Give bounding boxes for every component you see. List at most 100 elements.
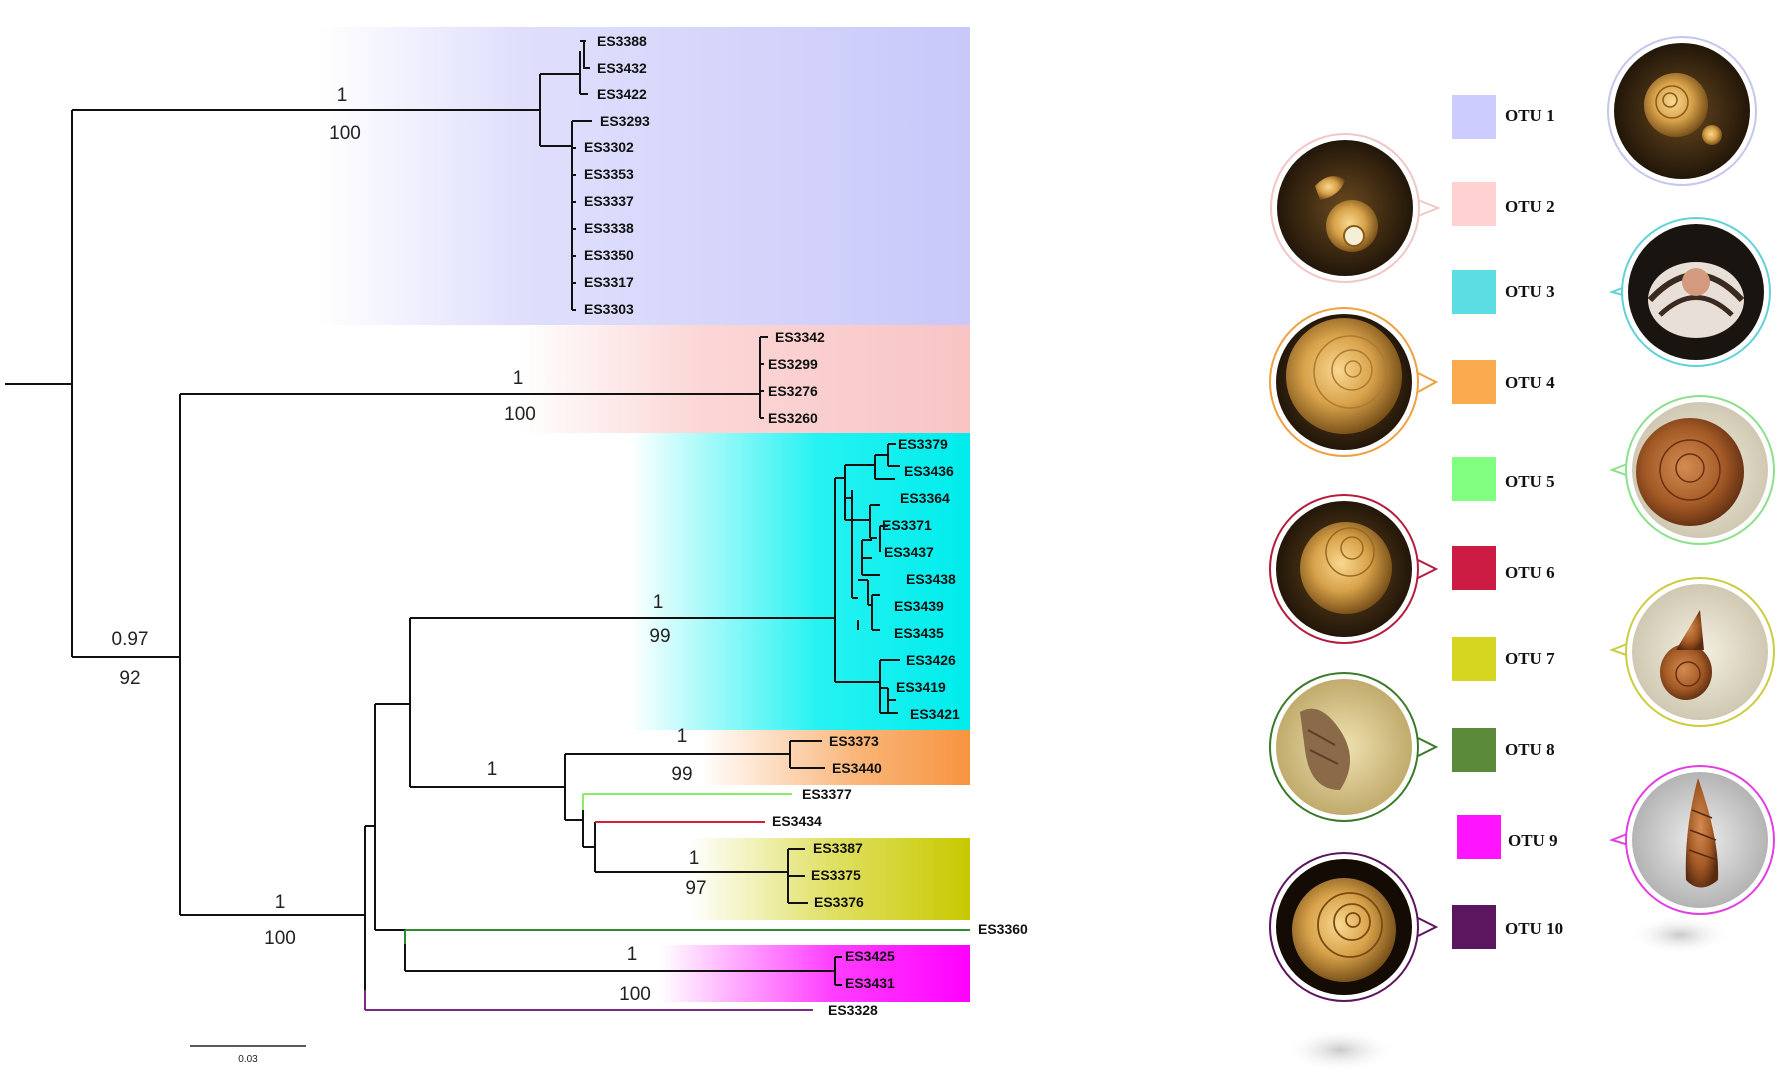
legend-label: OTU 6 [1505, 563, 1555, 582]
legend-label: OTU 1 [1505, 106, 1555, 125]
taxon-labels: ES3388 ES3432 ES3422 ES3293 ES3302 ES335… [584, 33, 1028, 1018]
legend-label: OTU 10 [1505, 919, 1563, 938]
support-top: 1 [677, 726, 688, 747]
taxon-label: ES3350 [584, 247, 634, 263]
taxon-label: ES3432 [597, 60, 647, 76]
taxon-label: ES3437 [884, 544, 934, 560]
taxon-label: ES3436 [904, 463, 954, 479]
support-top: 1 [487, 759, 498, 780]
taxon-label: ES3260 [768, 410, 818, 426]
otu7-band [690, 838, 970, 920]
clade-bands [320, 27, 970, 1002]
legend-label: OTU 5 [1505, 472, 1555, 491]
legend-swatch-otu10 [1452, 905, 1496, 949]
taxon-label: ES3373 [829, 733, 879, 749]
support-bottom: 100 [329, 123, 361, 144]
taxon-label: ES3360 [978, 921, 1028, 937]
tree-branches [5, 40, 900, 1010]
legend-swatch-otu6 [1452, 546, 1496, 590]
snail-shell-icon [1269, 307, 1439, 457]
support-bottom: 99 [671, 764, 692, 785]
taxon-label: ES3435 [894, 625, 944, 641]
taxon-label: ES3377 [802, 786, 852, 802]
snail-shell-icon [1607, 36, 1757, 186]
taxon-label: ES3419 [896, 679, 946, 695]
legend-label: OTU 7 [1505, 649, 1555, 668]
legend-swatch-otu2 [1452, 182, 1496, 226]
legend-label: OTU 3 [1505, 282, 1555, 301]
taxon-label: ES3375 [811, 867, 861, 883]
support-top: 1 [689, 848, 700, 869]
otu4-band [700, 730, 970, 785]
snail-shell-icon [1608, 217, 1771, 367]
snail-shell-icon [1269, 494, 1439, 644]
snail-shell-icon [1609, 577, 1775, 727]
taxon-label: ES3293 [600, 113, 650, 129]
scale-bar: 0.03 [190, 1045, 306, 1065]
support-top: 1 [337, 85, 348, 106]
legend-swatch-otu8 [1452, 728, 1496, 772]
otu10-branch [364, 990, 813, 1011]
taxon-label: ES3364 [900, 490, 950, 506]
taxon-label: ES3303 [584, 301, 634, 317]
otu1-band [320, 27, 970, 325]
snail-shell-icon [1269, 672, 1439, 822]
legend-swatch-otu7 [1452, 637, 1496, 681]
taxon-label: ES3425 [845, 948, 895, 964]
support-top: 1 [275, 892, 286, 913]
taxon-label: ES3440 [832, 760, 882, 776]
legend-swatch-otu5 [1452, 457, 1496, 501]
scale-label: 0.03 [238, 1054, 258, 1065]
snail-shell-icon [1608, 765, 1775, 915]
legend-label: OTU 4 [1505, 373, 1555, 392]
otu8-branch [404, 929, 970, 944]
taxon-label: ES3426 [906, 652, 956, 668]
snail-shell-icon [1270, 133, 1441, 283]
support-values: 1 100 1 100 0.97 92 1 99 1 99 1 1 97 1 1… [112, 85, 707, 1005]
support-top: 1 [627, 944, 638, 965]
support-top: 1 [513, 368, 524, 389]
taxon-label: ES3388 [597, 33, 647, 49]
taxon-label: ES3302 [584, 139, 634, 155]
support-bottom: 97 [685, 878, 706, 899]
taxon-label: ES3371 [882, 517, 932, 533]
colored-branches [364, 793, 970, 1011]
support-bottom: 99 [649, 626, 670, 647]
taxon-label: ES3431 [845, 975, 895, 991]
otu5-branch [582, 793, 792, 810]
taxon-label: ES3387 [813, 840, 863, 856]
taxon-label: ES3337 [584, 193, 634, 209]
shell-photos [1269, 36, 1775, 1072]
taxon-label: ES3438 [906, 571, 956, 587]
support-bottom: 100 [619, 984, 651, 1005]
legend-label: OTU 8 [1505, 740, 1555, 759]
taxon-label: ES3353 [584, 166, 634, 182]
support-bottom: 92 [119, 668, 140, 689]
taxon-label: ES3342 [775, 329, 825, 345]
snail-shell-icon [1269, 852, 1439, 1002]
otu2-band [520, 325, 970, 433]
support-top: 0.97 [112, 629, 149, 650]
taxon-label: ES3317 [584, 274, 634, 290]
snail-shell-icon [1609, 395, 1775, 545]
taxon-label: ES3376 [814, 894, 864, 910]
taxon-label: ES3422 [597, 86, 647, 102]
legend-swatch-otu3 [1452, 270, 1496, 314]
legend-label: OTU 9 [1508, 831, 1558, 850]
support-top: 1 [653, 592, 664, 613]
taxon-label: ES3439 [894, 598, 944, 614]
taxon-label: ES3421 [910, 706, 960, 722]
support-bottom: 100 [264, 928, 296, 949]
taxon-label: ES3379 [898, 436, 948, 452]
legend-swatch-otu4 [1452, 360, 1496, 404]
legend-label: OTU 2 [1505, 197, 1555, 216]
taxon-label: ES3276 [768, 383, 818, 399]
taxon-label: ES3299 [768, 356, 818, 372]
otu9-band [660, 945, 970, 1002]
otu-legend: OTU 1 OTU 2 OTU 3 OTU 4 OTU 5 OTU 6 OTU … [1452, 95, 1563, 949]
taxon-label: ES3338 [584, 220, 634, 236]
support-bottom: 100 [504, 404, 536, 425]
legend-swatch-otu9 [1457, 815, 1501, 859]
taxon-label: ES3434 [772, 813, 822, 829]
